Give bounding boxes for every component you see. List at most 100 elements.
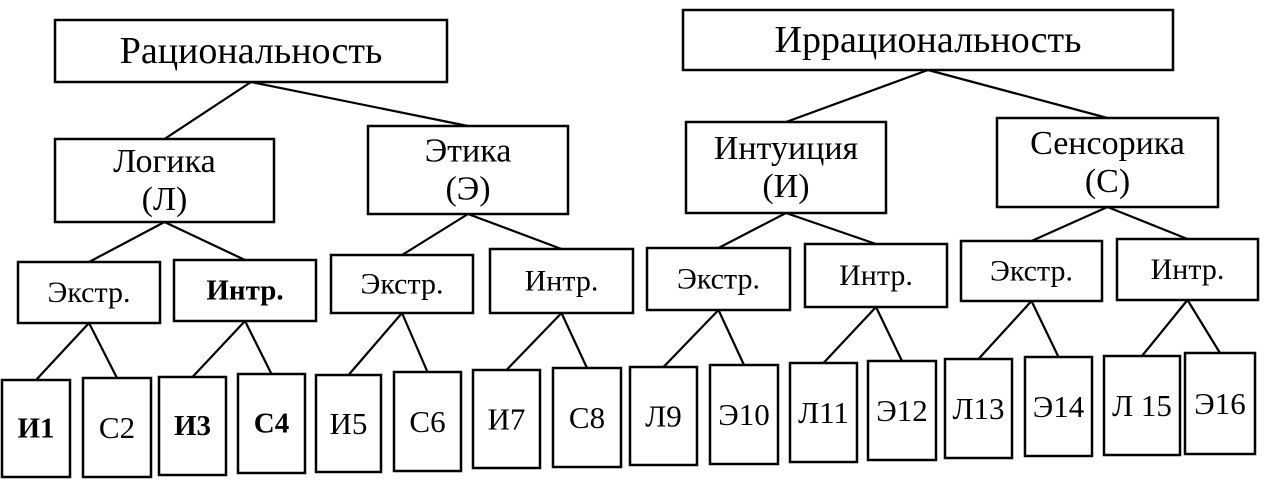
attitude-box-6: Экстр. — [959, 239, 1104, 303]
edge-1-3 — [927, 68, 1108, 120]
type-box-2: И3 — [157, 375, 228, 477]
attitude-box-0-frame — [16, 260, 162, 325]
type-box-3-label: С4 — [254, 408, 289, 440]
type-box-5-frame — [392, 370, 463, 473]
type-box-8-label: Л9 — [645, 399, 682, 434]
function-box-0-frame — [53, 137, 276, 224]
attitude-box-5-frame — [803, 242, 949, 309]
edge-f0-a1 — [164, 221, 246, 261]
type-box-1-frame — [81, 376, 153, 479]
type-box-7-label: С8 — [569, 400, 605, 435]
function-box-0-label: (Л) — [142, 181, 188, 218]
edge-f2-a5 — [785, 211, 877, 246]
type-box-7-frame — [551, 366, 623, 469]
type-box-6: И7 — [471, 368, 542, 470]
function-box-3-label: Сенсорика — [1030, 125, 1185, 162]
type-box-12: Л13 — [943, 357, 1014, 460]
function-box-2-label: Интуиция — [714, 130, 859, 167]
edge-f2-a4 — [717, 212, 787, 249]
attitude-box-7-frame — [1115, 237, 1260, 302]
type-box-13-frame — [1023, 355, 1094, 458]
edge-a2-t4 — [347, 312, 403, 376]
edge-a0-t1 — [88, 322, 118, 379]
type-box-15-frame — [1183, 351, 1257, 456]
edge-a7-t15 — [1186, 299, 1221, 354]
category-box-1-label: Иррациональность — [775, 19, 1082, 61]
type-box-15: Э16 — [1183, 351, 1257, 456]
type-box-10-label: Л11 — [798, 395, 849, 430]
edge-a3-t6 — [505, 312, 563, 371]
edge-a0-t0 — [35, 322, 90, 381]
type-box-11-frame — [866, 359, 938, 462]
attitude-box-4: Экстр. — [645, 246, 792, 312]
type-box-9: Э10 — [708, 363, 780, 466]
edge-0-1 — [250, 80, 469, 128]
edge-a6-t13 — [1030, 300, 1060, 358]
type-box-7: С8 — [551, 366, 623, 469]
attitude-box-7: Интр. — [1115, 237, 1260, 302]
type-box-5: С6 — [392, 370, 463, 473]
attitude-box-1-frame — [172, 258, 318, 323]
edge-f1-a3 — [467, 212, 562, 251]
type-box-10: Л11 — [788, 361, 859, 464]
type-box-1: С2 — [81, 376, 153, 479]
type-box-1-label: С2 — [99, 410, 135, 445]
type-box-0: И1 — [0, 378, 72, 479]
attitude-box-2-label: Экстр. — [361, 268, 444, 301]
type-box-11: Э12 — [866, 359, 938, 462]
attitude-box-6-frame — [959, 239, 1104, 303]
edge-a5-t11 — [875, 306, 903, 362]
type-box-4-frame — [314, 373, 383, 474]
edge-a7-t14 — [1141, 299, 1189, 357]
type-box-8: Л9 — [628, 365, 699, 467]
attitude-box-2-frame — [329, 253, 475, 315]
function-box-1-frame — [366, 124, 570, 216]
type-box-13-label: Э14 — [1033, 389, 1085, 424]
attitude-box-0: Экстр. — [16, 260, 162, 325]
tree-edges — [35, 68, 1221, 381]
type-box-13: Э14 — [1023, 355, 1094, 458]
type-box-10-frame — [788, 361, 859, 464]
type-box-14: Л 15 — [1102, 354, 1182, 457]
function-box-3-label: (С) — [1085, 163, 1130, 200]
type-box-3: С4 — [236, 372, 307, 475]
edge-a2-t5 — [400, 312, 429, 373]
function-box-1-label: Этика — [425, 133, 512, 170]
function-box-0: Логика(Л) — [53, 137, 276, 224]
type-box-9-label: Э10 — [718, 397, 769, 432]
category-box-1: Иррациональность — [681, 8, 1175, 72]
function-box-1-label: (Э) — [445, 171, 490, 208]
type-box-4: И5 — [314, 373, 383, 474]
edge-f3-a7 — [1107, 205, 1188, 241]
function-box-2-label: (И) — [762, 168, 809, 205]
attitude-box-1: Интр. — [172, 258, 318, 323]
edge-a3-t7 — [560, 312, 588, 369]
category-box-0: Рациональность — [53, 18, 449, 84]
attitude-box-3: Интр. — [488, 247, 635, 315]
attitude-box-1-label: Интр. — [206, 275, 283, 307]
category-box-0-label: Рациональность — [120, 30, 383, 72]
type-box-6-frame — [471, 368, 542, 470]
type-box-9-frame — [708, 363, 780, 466]
type-box-6-label: И7 — [488, 402, 526, 437]
attitude-box-3-frame — [488, 247, 635, 315]
attitude-box-7-label: Интр. — [1151, 253, 1225, 286]
category-box-1-frame — [681, 8, 1175, 72]
type-box-5-label: С6 — [409, 404, 445, 439]
type-box-11-label: Э12 — [876, 393, 927, 428]
edge-a4-t8 — [662, 309, 720, 368]
edge-a1-t2 — [191, 320, 246, 378]
attitude-box-0-label: Экстр. — [48, 276, 131, 309]
type-box-14-frame — [1102, 354, 1182, 457]
attitude-box-5-label: Интр. — [839, 259, 913, 292]
type-box-4-label: И5 — [330, 406, 368, 441]
function-box-0-label: Логика — [113, 143, 215, 180]
edge-a5-t10 — [822, 306, 877, 364]
edge-f1-a2 — [401, 213, 469, 256]
type-box-2-frame — [157, 375, 228, 477]
edge-a1-t3 — [244, 320, 273, 375]
type-box-12-label: Л13 — [952, 391, 1004, 426]
edge-1-2 — [785, 68, 929, 124]
